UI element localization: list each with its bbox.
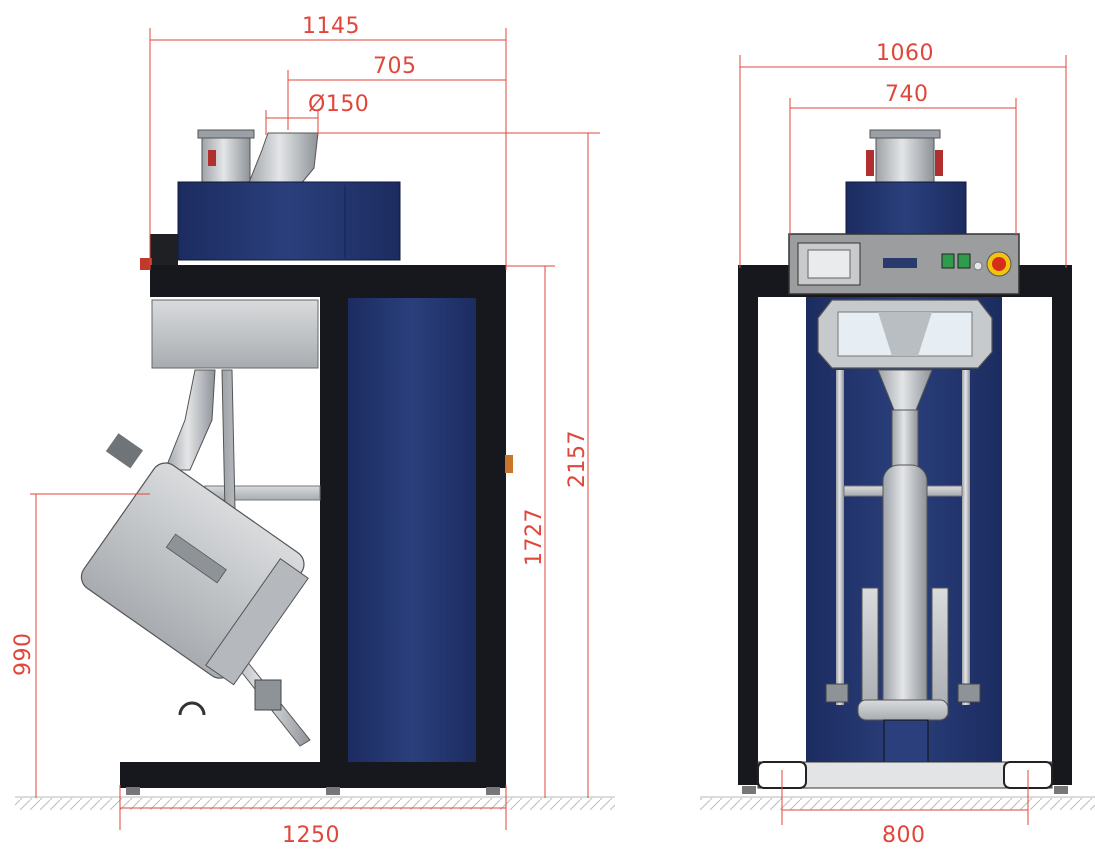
- dim-side-total-width: 1145: [302, 14, 360, 39]
- side-dimensions: 1145 705 Ø150 2157 1727 990 1250: [11, 14, 600, 848]
- dim-side-total-height: 2157: [565, 430, 590, 488]
- front-dimensions: 1060 740 800: [739, 41, 1067, 848]
- ground-side: [15, 796, 615, 810]
- inlet-elbow: [247, 132, 319, 186]
- dim-side-frame-height: 1727: [522, 508, 547, 566]
- dim-front-clear-width: 800: [882, 823, 926, 848]
- side-view-machine: [80, 129, 513, 795]
- weigh-box: [151, 299, 319, 369]
- ground-front: [700, 796, 1095, 810]
- spout: [882, 464, 928, 716]
- dim-outlet-height: 990: [11, 633, 36, 677]
- top-hood: [177, 181, 401, 261]
- dim-front-panel-width: 740: [885, 82, 929, 107]
- front-inlet: [875, 132, 935, 184]
- front-view-machine: [738, 129, 1072, 794]
- dim-inlet-diameter: Ø150: [308, 92, 369, 117]
- side-base: [120, 762, 506, 788]
- dim-side-base-width: 1250: [282, 823, 340, 848]
- dim-side-offset-width: 705: [373, 54, 417, 79]
- dim-front-total-width: 1060: [876, 41, 934, 66]
- front-hood: [845, 181, 967, 239]
